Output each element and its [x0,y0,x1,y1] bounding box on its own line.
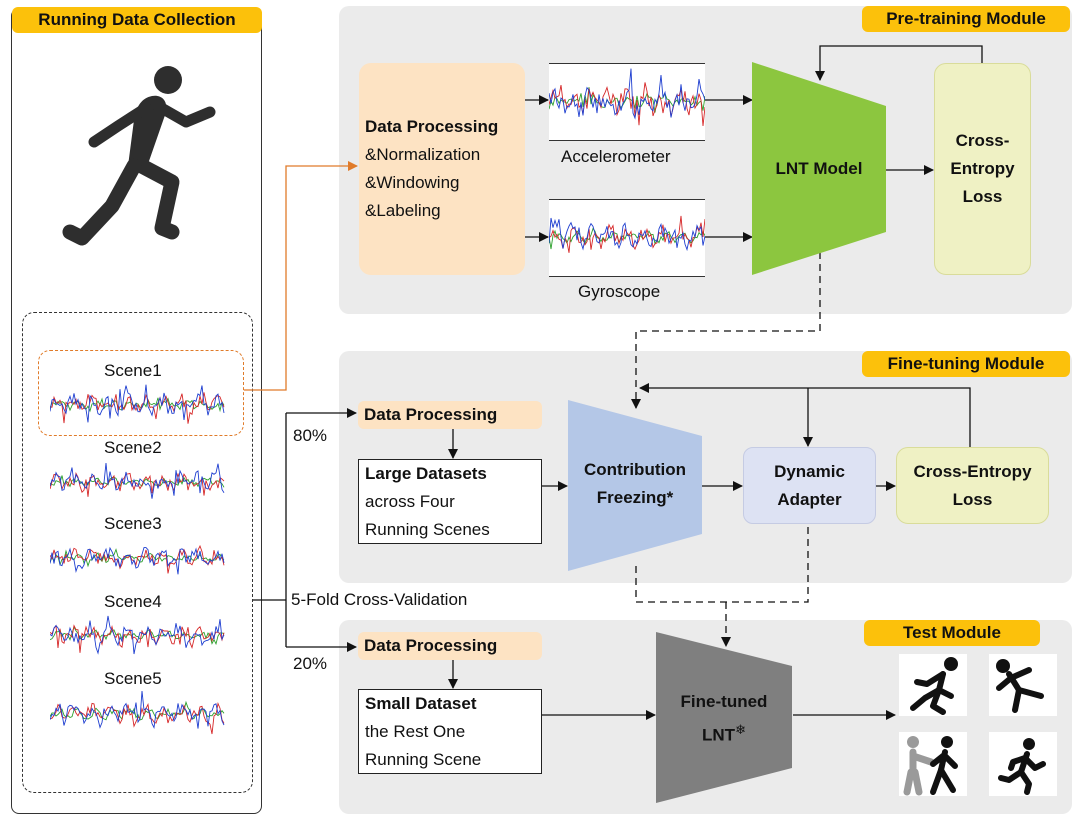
scene2-label: Scene2 [104,438,162,457]
pretraining-loss-line3: Loss [962,187,1003,206]
lnt-model-label: LNT Model [775,159,863,178]
finetuning-processing-label: Data Processing [364,405,498,424]
pretraining-loss-line2: Entropy [950,159,1015,178]
large-datasets-line3: Running Scenes [365,519,490,539]
finetuning-loss-line2: Loss [952,489,993,509]
scene1-label: Scene1 [104,361,162,380]
pretraining-processing-heading: Data Processing [365,117,499,136]
waveform-trace [50,624,225,653]
freezing-line1: Contribution [584,460,686,479]
large-datasets-line2: across Four [365,491,455,511]
snowflake-icon: ❄ [735,722,746,737]
scene4-label: Scene4 [104,592,162,611]
processing-step-labeling: &Labeling [365,201,441,220]
falling-icon [989,654,1057,716]
waveform-trace [548,82,706,127]
split-20-label: 20% [293,654,328,673]
large-datasets-box: Large Datasets across Four Running Scene… [358,459,542,544]
waveform-trace [50,546,225,575]
processing-step-windowing: &Windowing [365,173,460,192]
sprinting-icon [899,654,967,716]
running-data-collection-title: Running Data Collection [12,7,262,33]
pretraining-loss-line1: Cross- [955,131,1010,150]
cross-validation-label: 5-Fold Cross-Validation [291,590,468,609]
fine-tuned-lnt-shape [656,632,792,803]
finetuning-loss-line1: Cross-Entropy [913,461,1032,481]
scene3-signal [50,544,225,575]
activity-icon-grid [899,654,1059,798]
waveform-trace [548,68,706,120]
gyroscope-label: Gyroscope [578,282,661,301]
waveform-trace [50,701,225,735]
finetuning-data-processing-box: Data Processing [358,401,542,429]
scene1-highlight [38,350,244,436]
runner-silhouette-icon [62,66,216,246]
fine-tuned-line1: Fine-tuned [680,692,768,711]
scene5-signal [50,690,225,735]
test-module-title: Test Module [864,620,1040,646]
small-dataset-box: Small Dataset the Rest One Running Scene [358,689,542,774]
waveform-trace [50,544,225,574]
waveform-trace [548,227,706,250]
running-icon [989,732,1057,796]
waveform-trace [50,462,225,499]
scene4-signal [50,615,225,655]
assisted-walking-icon [899,732,967,796]
fine-tuned-lnt-label: Fine-tuned LNT❄ [656,688,792,750]
waveform-trace [50,384,225,423]
dynamic-adapter-box: Dynamic Adapter [743,447,876,524]
small-dataset-line2: the Rest One [365,721,466,741]
waveform-trace [548,217,706,252]
scene3-label: Scene3 [104,514,162,533]
test-data-processing-box: Data Processing [358,632,542,660]
freezing-line2: Freezing* [596,488,674,507]
adapter-line2: Adapter [777,489,842,509]
adapter-line1: Dynamic [774,461,845,481]
split-80-label: 80% [293,426,328,445]
contribution-freezing-label: Contribution Freezing* [568,456,702,512]
lnt-model-shape [752,62,886,275]
small-dataset-line3: Running Scene [365,749,482,769]
pretraining-loss-box: Cross- Entropy Loss [934,63,1031,275]
gyroscope-plot [548,199,706,277]
scenes-dashed-panel [22,312,253,793]
scene2-signal [50,462,225,499]
test-processing-label: Data Processing [364,636,498,655]
accelerometer-plot [548,63,706,141]
fine-tuned-line2: LNT❄ [702,722,746,745]
contribution-freezing-shape [568,400,702,571]
waveform-trace [50,615,225,655]
waveform-trace [50,548,225,568]
pretraining-data-processing-box: Data Processing &Normalization &Windowin… [359,63,525,275]
waveform-trace [50,690,225,729]
small-dataset-line1: Small Dataset [365,693,477,713]
large-datasets-line1: Large Datasets [365,463,487,483]
accelerometer-label: Accelerometer [561,147,671,166]
pretraining-module-title: Pre-training Module [862,6,1070,32]
processing-step-normalization: &Normalization [365,145,481,164]
finetuning-loss-box: Cross-Entropy Loss [896,447,1049,524]
scene1-signal [50,384,225,424]
finetuning-module-title: Fine-tuning Module [862,351,1070,377]
scene5-label: Scene5 [104,669,162,688]
